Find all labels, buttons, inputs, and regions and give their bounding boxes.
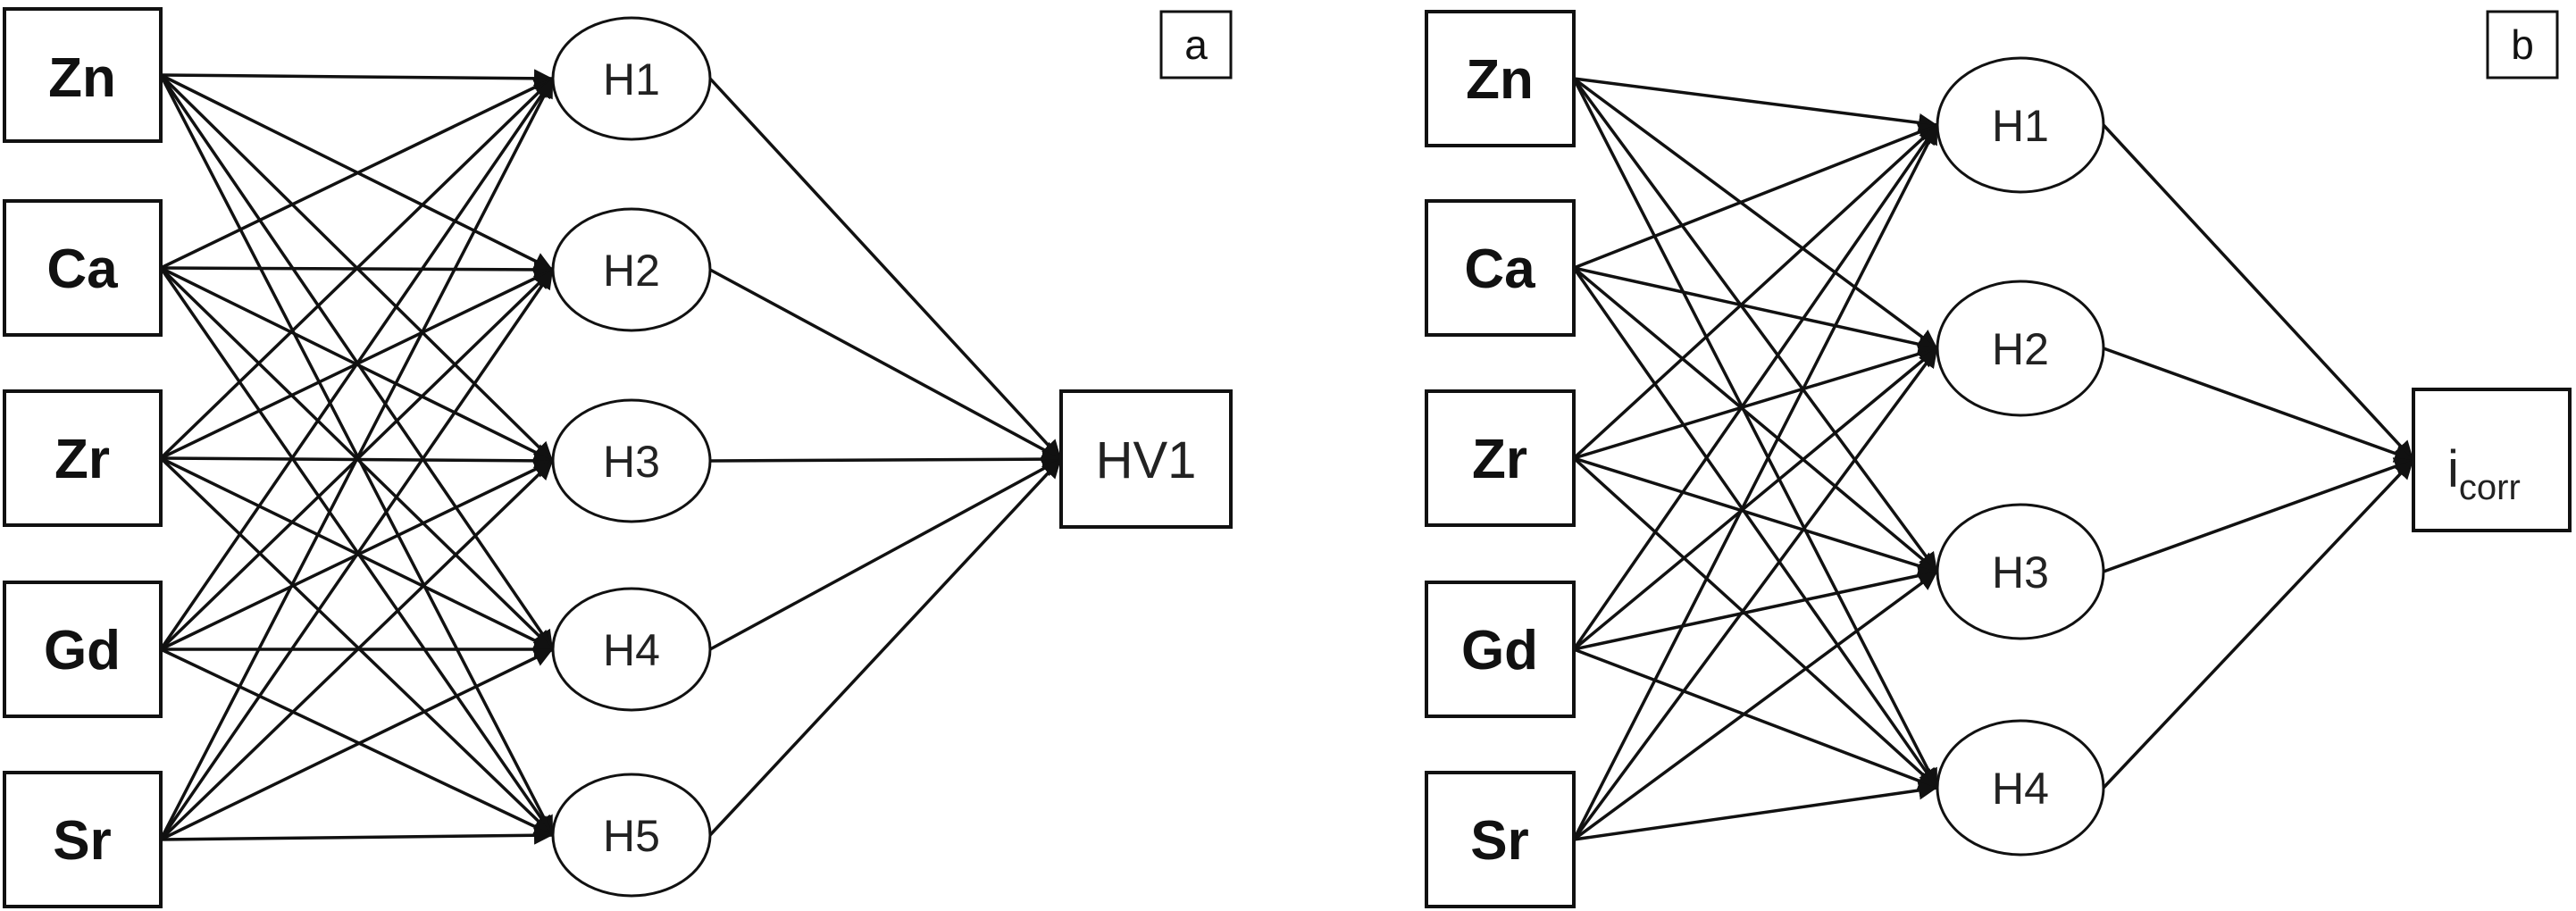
panel-b: Zn Ca Zr Gd Sr H1 H2 H3 [1425, 10, 2572, 908]
panel-a-input-gd: Gd [3, 581, 163, 718]
panel-b-edge-input1-hidden3 [1572, 77, 1939, 573]
panel-b-edge-input1-hidden4 [1572, 78, 1939, 789]
panel-a: Zn Ca Zr Gd Sr H1 H2 H3 [3, 7, 1233, 908]
input-label: Gd [1461, 620, 1538, 681]
panel-a-edge-hidden5-output [708, 457, 1063, 837]
panel-a-input-sr: Sr [3, 771, 163, 908]
output-text: i [2447, 440, 2459, 498]
panel-b-edge-input3-hidden4 [1572, 456, 1939, 790]
panel-b-output-icorr: icorr [2412, 388, 2572, 532]
panel-b-edge-input2-hidden3 [1572, 266, 1939, 573]
panel-a-tag: a [1159, 10, 1233, 79]
input-label: Zn [48, 47, 116, 109]
panel-b-tag: b [2486, 10, 2559, 79]
panel-b-edge-input2-hidden1 [1573, 122, 1938, 270]
hidden-node-label: H1 [603, 54, 660, 104]
panel-a-edges [159, 69, 1063, 845]
panel-a-input-zr: Zr [3, 389, 163, 527]
panel-a-edge-hidden3-output [709, 449, 1062, 469]
panel-a-hidden-h3: H3 [551, 398, 712, 523]
panel-b-hidden-h1: H1 [1936, 56, 2105, 194]
panel-tag-label: b [2511, 21, 2534, 68]
panel-b-input-gd: Gd [1425, 581, 1576, 718]
panel-a-edge-hidden4-output [709, 457, 1062, 651]
hidden-node-label: H3 [1992, 547, 2049, 598]
output-label: icorr [2447, 440, 2521, 507]
input-label: Sr [53, 810, 111, 872]
panel-a-edge-input4-hidden5 [160, 648, 554, 837]
panel-a-edge-input2-hidden5 [159, 267, 555, 836]
panel-b-input-zn: Zn [1425, 10, 1576, 147]
hidden-node-label: H4 [1992, 764, 2049, 814]
panel-a-edge-input4-hidden1 [159, 78, 555, 650]
panel-tag-label: a [1184, 21, 1208, 68]
panel-b-edge-input4-hidden2 [1572, 347, 1939, 651]
panel-b-edge-input1-hidden1 [1573, 77, 1938, 132]
panel-a-hidden-h5: H5 [551, 773, 712, 898]
output-label: HV1 [1096, 431, 1197, 489]
panel-a-edge-input1-hidden5 [159, 74, 555, 836]
panel-a-input-ca: Ca [3, 199, 163, 337]
panel-b-input-ca: Ca [1425, 199, 1576, 337]
panel-a-hidden-h2: H2 [551, 207, 712, 332]
panel-a-hidden-h4: H4 [551, 587, 712, 712]
panel-b-edge-hidden4-output [2102, 458, 2415, 790]
panel-b-edge-input2-hidden4 [1572, 266, 1939, 790]
panel-b-edge-hidden2-output [2103, 347, 2414, 463]
panel-b-edge-input4-hidden4 [1573, 648, 1938, 790]
panel-b-edge-input2-hidden2 [1573, 266, 1938, 354]
panel-b-edge-input4-hidden3 [1573, 566, 1938, 651]
panel-b-edge-input3-hidden3 [1573, 456, 1938, 575]
panel-a-edge-input5-hidden3 [159, 459, 555, 841]
panel-a-edge-input5-hidden1 [159, 78, 555, 840]
panel-a-edge-input3-hidden1 [159, 77, 555, 460]
hidden-node-label: H1 [1992, 101, 2049, 151]
panel-b-edge-input4-hidden1 [1572, 124, 1939, 650]
input-label: Ca [46, 238, 118, 300]
panel-b-edge-hidden1-output [2102, 123, 2415, 462]
panel-a-hidden-h1: H1 [551, 16, 712, 141]
input-label: Sr [1470, 810, 1528, 872]
output-subscript: corr [2459, 468, 2521, 507]
hidden-node-label: H2 [1992, 324, 2049, 374]
panel-a-edge-hidden2-output [709, 268, 1062, 461]
panel-b-edge-input1-hidden2 [1572, 77, 1939, 350]
panel-a-edge-input5-hidden4 [160, 648, 554, 841]
panel-a-edge-input5-hidden5 [160, 825, 554, 845]
panel-b-hidden-h4: H4 [1936, 719, 2105, 857]
panel-b-edges [1572, 77, 2415, 841]
hidden-node-label: H3 [603, 437, 660, 487]
panel-b-edge-input5-hidden2 [1572, 347, 1939, 841]
panel-b-hidden-h3: H3 [1936, 503, 2105, 640]
panel-b-edge-input3-hidden2 [1573, 345, 1938, 460]
panel-b-input-zr: Zr [1425, 389, 1576, 527]
hidden-node-label: H4 [603, 625, 660, 675]
panel-a-edge-hidden1-output [708, 77, 1063, 461]
panel-a-input-zn: Zn [3, 7, 163, 143]
input-label: Zr [54, 429, 110, 490]
input-label: Ca [1464, 238, 1535, 300]
input-label: Zr [1472, 429, 1527, 490]
panel-a-edge-input5-hidden2 [159, 269, 555, 840]
panel-a-edge-input1-hidden1 [160, 69, 554, 88]
panel-b-edge-hidden3-output [2103, 457, 2414, 573]
panel-b-edge-input5-hidden1 [1572, 124, 1939, 840]
panel-b-edge-input5-hidden3 [1572, 570, 1939, 841]
panel-b-edge-input3-hidden1 [1572, 123, 1939, 460]
panel-b-hidden-h2: H2 [1936, 280, 2105, 417]
panel-a-edge-input3-hidden5 [159, 456, 555, 837]
panel-a-edge-input2-hidden1 [160, 77, 554, 270]
output-text: HV1 [1096, 431, 1197, 489]
panel-b-input-sr: Sr [1425, 771, 1576, 908]
hidden-node-label: H2 [603, 246, 660, 296]
hidden-node-label: H5 [603, 811, 660, 861]
input-label: Gd [44, 620, 121, 681]
input-label: Zn [1466, 49, 1534, 111]
panel-b-edge-input5-hidden4 [1573, 781, 1938, 841]
panel-a-output-hv1: HV1 [1059, 389, 1233, 529]
